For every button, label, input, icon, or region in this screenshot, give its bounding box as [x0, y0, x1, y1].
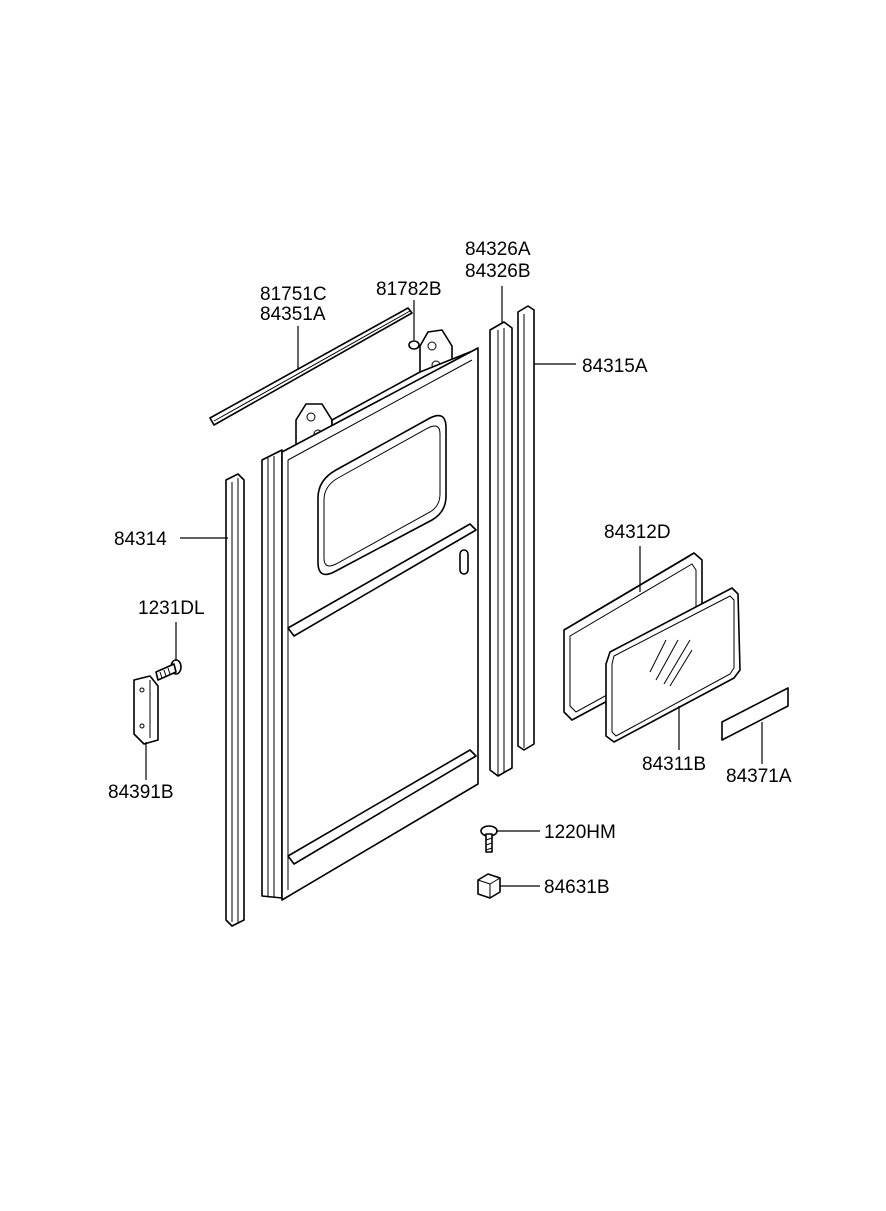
nut-81782b: [408, 340, 420, 350]
label-84371a: 84371A: [726, 766, 792, 787]
label-1231dl: 1231DL: [138, 598, 205, 619]
glass-84311b: [605, 587, 741, 743]
label-84315a: 84315A: [582, 356, 648, 377]
label-84311b: 84311B: [642, 754, 706, 775]
label-84391b: 84391B: [108, 782, 174, 803]
label-84326b: 84326B: [465, 261, 531, 282]
rail-84315a: [517, 305, 535, 751]
label-84371a: [721, 687, 789, 741]
door-panel: [261, 329, 479, 901]
label-84314: 84314: [114, 529, 167, 550]
label-81782b: 81782B: [376, 279, 442, 300]
label-1220hm: 1220HM: [544, 822, 616, 843]
leader-lines: [145, 286, 763, 887]
label-84326a: 84326A: [465, 239, 531, 260]
seal-84326: [489, 321, 513, 777]
bracket-84391b: [133, 675, 159, 745]
part-labels: 81751C 84351A 81782B 84326A 84326B 84315…: [108, 239, 792, 898]
clip-84631b: [477, 873, 501, 899]
screw-1220hm: [480, 825, 498, 853]
bolt-1231dl: [155, 659, 182, 681]
top-rail-strip: [209, 307, 413, 426]
rail-84314: [225, 473, 245, 927]
label-84351a: 84351A: [260, 304, 326, 325]
label-84312d: 84312D: [604, 522, 671, 543]
label-84631b: 84631B: [544, 877, 610, 898]
label-81751c: 81751C: [260, 284, 327, 305]
